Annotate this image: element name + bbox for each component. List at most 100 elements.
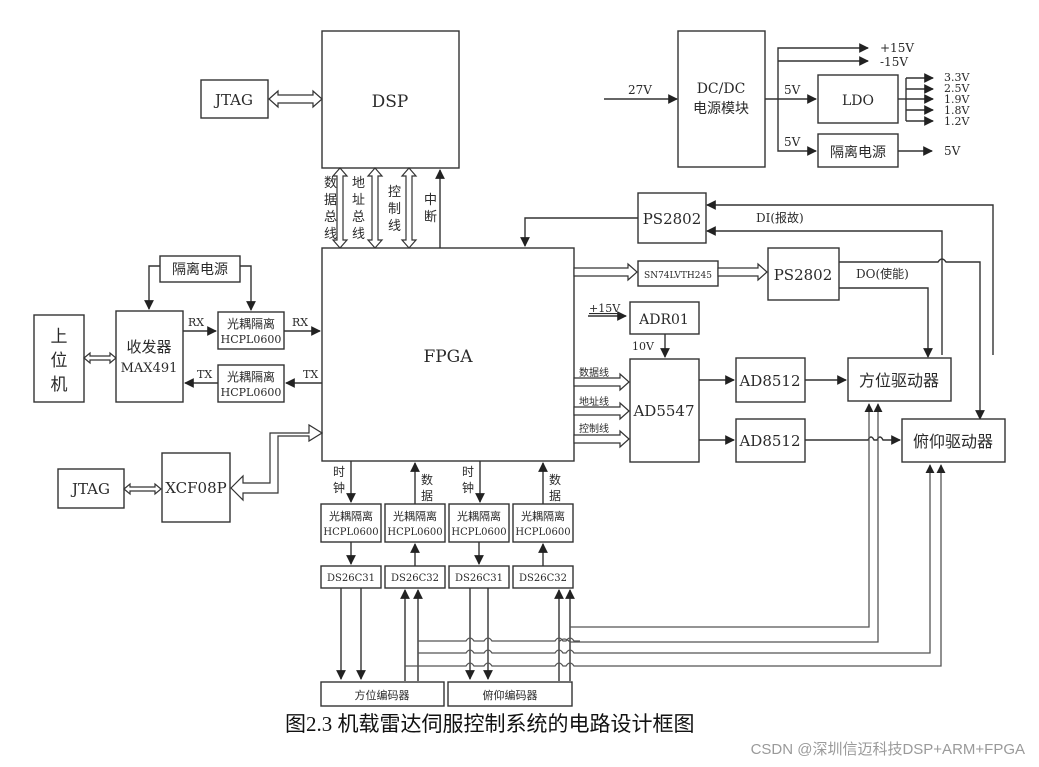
elevation-driver-label: 俯仰驱动器 <box>913 432 993 451</box>
svg-text:HCPL0600: HCPL0600 <box>323 527 378 538</box>
input-27v-label: 27V <box>628 83 652 97</box>
jtag-top-block <box>200 79 269 119</box>
data-label-1: 数 据 <box>421 472 433 503</box>
dcdc-module-block <box>677 30 766 168</box>
do-enable-label: DO(使能) <box>856 266 909 281</box>
azimuth-driver-label: 方位驱动器 <box>859 371 939 390</box>
iso-power-right-label: 隔离电源 <box>830 144 886 161</box>
svg-text:数: 数 <box>324 176 337 191</box>
svg-text:HCPL0600: HCPL0600 <box>387 527 442 538</box>
host-pc-block <box>33 314 85 403</box>
azimuth-driver-block <box>847 357 952 402</box>
xcf08p-block <box>161 452 231 523</box>
sn74lvth245-block <box>637 260 719 287</box>
bottom-opto-row: 光耦隔离 HCPL0600 光耦隔离 HCPL0600 光耦隔离 HCPL060… <box>320 503 574 543</box>
svg-text:DS26C32: DS26C32 <box>391 573 439 584</box>
iso-power-to-opto-line <box>240 265 256 311</box>
svg-text:机: 机 <box>51 375 68 395</box>
clock-label-2: 时 钟 <box>462 465 474 495</box>
adr01-output-label: 10V <box>632 340 655 353</box>
dsp-ctrl-bus-arrow <box>400 167 418 249</box>
clock-label-1: 时 钟 <box>333 465 345 495</box>
svg-text:据: 据 <box>549 489 561 503</box>
iso-power-input-label: 5V <box>784 135 801 149</box>
svg-text:据: 据 <box>324 193 337 208</box>
ad8512-a-block <box>735 357 806 403</box>
ldo-label: LDO <box>842 93 874 109</box>
adr01-block <box>629 301 700 335</box>
svg-text:时: 时 <box>462 465 474 479</box>
transceiver-label-line1: 收发器 <box>126 338 171 356</box>
svg-text:线: 线 <box>388 219 401 234</box>
xcf08p-label: XCF08P <box>165 479 226 497</box>
svg-text:DS26C31: DS26C31 <box>455 573 503 584</box>
svg-text:光耦隔离: 光耦隔离 <box>521 509 565 523</box>
elevation-encoder-label: 俯仰编码器 <box>483 688 538 702</box>
sn74lvth245-label: SN74LVTH245 <box>644 271 712 281</box>
svg-text:3.3V: 3.3V <box>944 71 970 84</box>
opto-driver-arrows <box>346 542 548 566</box>
iso-power-right-block <box>817 133 899 168</box>
svg-text:HCPL0600: HCPL0600 <box>451 527 506 538</box>
svg-text:钟: 钟 <box>333 480 345 495</box>
svg-text:光耦隔离: 光耦隔离 <box>457 509 501 523</box>
ldo-output-labels: 3.3V 2.5V 1.9V 1.8V 1.2V <box>944 71 970 128</box>
tx-right-label: TX <box>303 368 318 381</box>
ldo-output-lines <box>898 73 934 126</box>
rx-left-label: RX <box>188 316 204 329</box>
ad5547-block <box>629 358 700 463</box>
svg-text:HCPL0600: HCPL0600 <box>515 527 570 538</box>
elevation-driver-block <box>901 418 1006 463</box>
tx-left-label: TX <box>197 368 212 381</box>
svg-text:2.5V: 2.5V <box>944 82 970 95</box>
bottom-opto-4 <box>512 503 574 543</box>
svg-text:线: 线 <box>324 227 337 242</box>
host-transceiver-bidirectional-arrow <box>83 351 117 365</box>
dsp-block <box>321 30 460 169</box>
dsp-data-bus-label: 数 据 总 线 <box>324 176 337 242</box>
iso-power-output-label: 5V <box>944 144 961 158</box>
ldo-input-label: 5V <box>784 83 801 97</box>
svg-text:总: 总 <box>324 210 337 225</box>
svg-text:断: 断 <box>424 210 437 225</box>
dsp-addr-bus-label: 地 址 总 线 <box>352 176 365 242</box>
opto-tx-label-line1: 光耦隔离 <box>227 369 275 384</box>
iso-power-to-max491-line <box>144 265 160 310</box>
svg-text:地: 地 <box>352 176 365 191</box>
transceiver-max491-block <box>115 310 184 403</box>
iso-power-left-label: 隔离电源 <box>172 261 228 278</box>
line-driver-4 <box>512 565 574 589</box>
bottom-opto-3 <box>448 503 510 543</box>
ad5547-label: AD5547 <box>632 402 694 420</box>
dcdc-label-line1: DC/DC <box>697 81 746 97</box>
svg-text:DS26C31: DS26C31 <box>327 573 375 584</box>
ps2802-mid-label: PS2802 <box>774 266 833 284</box>
dsp-ctrl-bus-label: 控 制 线 <box>388 185 401 234</box>
svg-text:光耦隔离: 光耦隔离 <box>329 509 373 523</box>
opto-rx-block <box>217 311 285 350</box>
dsp-label: DSP <box>372 92 409 112</box>
elevation-enable-line <box>839 258 985 420</box>
figure-caption: 图2.3 机载雷达伺服控制系统的电路设计框图 <box>285 712 695 736</box>
line-driver-3 <box>448 565 510 589</box>
svg-text:址: 址 <box>352 193 365 208</box>
xcf08p-fpga-config-bus-arrow <box>230 423 324 502</box>
ad8512-b-label: AD8512 <box>738 432 800 450</box>
svg-text:1.9V: 1.9V <box>944 93 970 106</box>
rx-right-label: RX <box>292 316 308 329</box>
jtag-top-label: JTAG <box>213 91 253 109</box>
opto-tx-label-line2: HCPL0600 <box>221 386 282 399</box>
bottom-signal-arrows <box>346 461 548 504</box>
fpga-block <box>321 247 575 462</box>
jtag-xcf08p-bidirectional-arrow <box>123 482 162 496</box>
jtag-dsp-bidirectional-arrow <box>268 89 323 109</box>
azimuth-encoder-label: 方位编码器 <box>355 688 410 702</box>
svg-text:位: 位 <box>51 351 68 371</box>
dcdc-label-line2: 电源模块 <box>693 101 749 117</box>
svg-text:制: 制 <box>388 202 401 217</box>
svg-text:数: 数 <box>421 472 433 487</box>
svg-text:1.8V: 1.8V <box>944 104 970 117</box>
svg-text:钟: 钟 <box>462 480 474 495</box>
fpga-data-line-arrow <box>573 372 630 392</box>
line-driver-1 <box>320 565 382 589</box>
